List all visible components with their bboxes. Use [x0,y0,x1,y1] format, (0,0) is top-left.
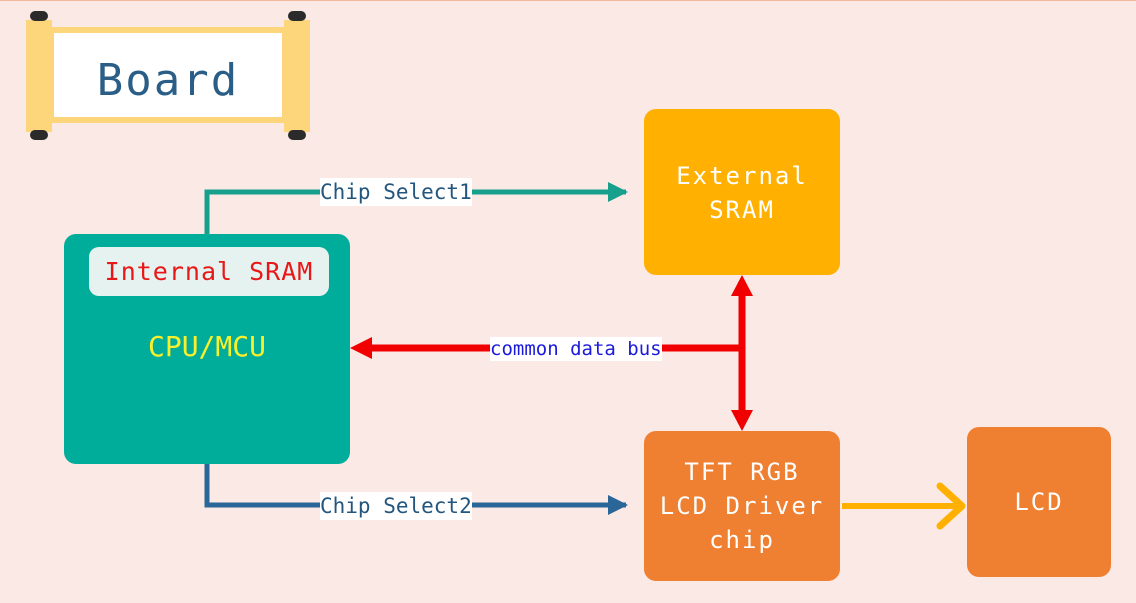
internal-sram-label: Internal SRAM [89,247,329,296]
external-sram-label: External SRAM [644,159,840,227]
scroll-knob [288,11,306,21]
data-bus-label: common data bus [490,337,662,361]
cpu-mcu-block: Internal SRAM CPU/MCU [64,234,350,464]
chip-select-2-line [204,464,628,515]
scroll-knob [30,11,48,21]
cpu-mcu-label: CPU/MCU [147,330,266,363]
driver-to-lcd-arrowhead [936,482,966,530]
data-bus-arrow-to-driver [731,410,753,431]
data-bus-arrow-to-sram [731,275,753,296]
tft-lcd-driver-block: TFT RGB LCD Driver chip [644,431,840,581]
chip-select-1-label: Chip Select1 [320,178,472,206]
scroll-right-rod [284,20,310,132]
scroll-paper-inner: Board [54,33,282,117]
scroll-left-rod [26,20,52,132]
board-title-banner: Board [22,10,314,142]
external-sram-line-2: SRAM [709,196,775,224]
tft-driver-line-1: TFT RGB [684,458,800,486]
lcd-label: LCD [1014,488,1064,516]
scroll-knob [288,130,306,140]
lcd-block: LCD [967,427,1111,577]
tft-driver-label: TFT RGB LCD Driver chip [644,455,840,557]
tft-driver-line-3: chip [709,526,775,554]
data-bus-arrow-to-cpu [350,337,372,359]
external-sram-block: External SRAM [644,109,840,275]
external-sram-line-1: External [676,162,808,190]
chip-select-1-line [204,182,628,234]
tft-driver-line-2: LCD Driver [659,492,825,520]
scroll-knob [30,130,48,140]
board-title: Board [96,55,240,106]
chip-select-2-label: Chip Select2 [320,492,472,520]
scroll-paper: Board [48,27,288,123]
top-border [0,0,1136,1]
